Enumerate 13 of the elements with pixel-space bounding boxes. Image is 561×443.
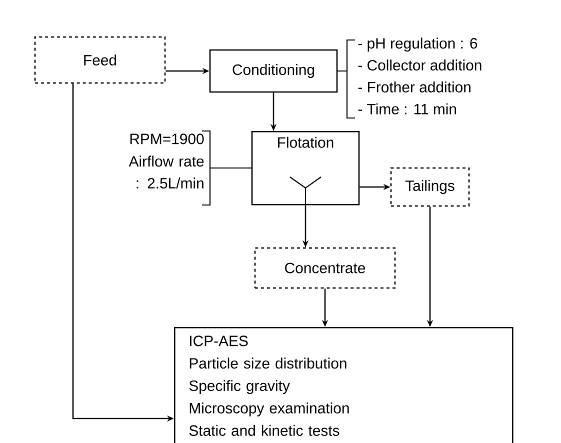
parameter-text: RPM=1900 bbox=[130, 134, 204, 144]
node-label: - Collector addition bbox=[358, 60, 482, 71]
process-box: Conditioning bbox=[209, 49, 338, 93]
node-label: - pH regulation : 6 bbox=[358, 38, 478, 52]
output-box: Concentrate bbox=[254, 247, 396, 289]
feed-box: Feed bbox=[34, 36, 166, 84]
node-label: - Frother addition bbox=[358, 81, 470, 92]
results-box: ICP-AES Particle size distribution Specific gravity Microscopy examination Static and kinetic tests bbox=[174, 327, 514, 443]
output-box: Tailings bbox=[390, 167, 470, 207]
flotation-cell: Flotation bbox=[251, 131, 360, 206]
node-label: - Time : 11 min bbox=[358, 103, 456, 114]
parameter-list: - pH regulation : 6 - Collector addition - Frother addition - Time : 11 min bbox=[358, 38, 482, 114]
parameter-text: Airflow rate : 2.5L/min bbox=[128, 156, 204, 189]
